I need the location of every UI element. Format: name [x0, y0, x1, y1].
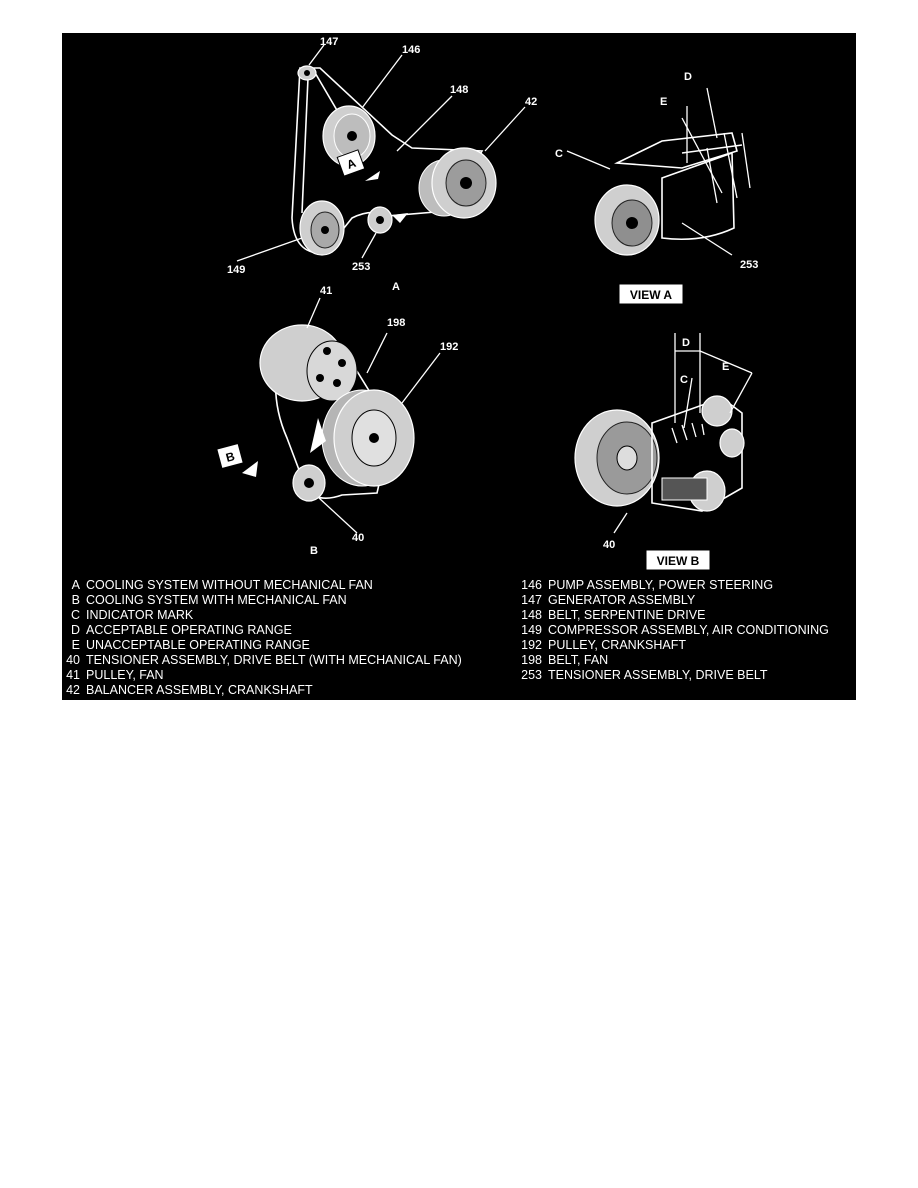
diagram-a-mark: A: [392, 281, 400, 293]
crankshaft-balancer-42: [418, 147, 497, 219]
diagram-b-mark: B: [310, 545, 318, 557]
view-b-label: VIEW B: [646, 550, 710, 570]
power-steering-pulley-146: [322, 105, 376, 167]
view-b-tensioner-pulley: [574, 409, 660, 507]
callout-148: 148: [450, 84, 468, 96]
ac-compressor-pulley-149: [299, 200, 345, 256]
view-a-callout-c: C: [555, 148, 563, 160]
generator-pulley-147: [297, 65, 317, 81]
view-b-detail: [574, 333, 753, 534]
view-b-indicator: B: [216, 442, 258, 477]
svg-text:VIEW A: VIEW A: [630, 288, 673, 302]
view-b-callout-40: 40: [603, 539, 615, 551]
view-a-tensioner-pulley: [594, 184, 660, 256]
svg-text:VIEW B: VIEW B: [657, 554, 700, 568]
view-b-callout-c: C: [680, 374, 688, 386]
view-a-indicator: A: [336, 149, 408, 223]
callout-147: 147: [320, 36, 338, 48]
tensioner-pulley-253: [367, 206, 393, 234]
crankshaft-pulley-192: [310, 389, 415, 487]
tensioner-pulley-40: [292, 464, 326, 502]
belt-diagram-drawing: A 147 146 148 42 149 253 A: [216, 36, 758, 570]
callout-42: 42: [525, 96, 537, 108]
svg-text:B: B: [224, 449, 236, 465]
diagram-a: A: [236, 44, 526, 262]
callout-41: 41: [320, 285, 332, 297]
view-a-callout-d: D: [684, 71, 692, 83]
diagram-b: B: [216, 297, 441, 534]
view-a-detail: [566, 87, 751, 256]
callout-253: 253: [352, 261, 370, 273]
view-a-callout-e: E: [660, 96, 667, 108]
callout-192: 192: [440, 341, 458, 353]
callout-146: 146: [402, 44, 420, 56]
callout-40: 40: [352, 532, 364, 544]
view-a-callout-253: 253: [740, 259, 758, 271]
view-b-callout-d: D: [682, 337, 690, 349]
view-a-label: VIEW A: [619, 284, 683, 304]
fan-pulley-41: [259, 324, 358, 402]
callout-149: 149: [227, 264, 245, 276]
callout-198: 198: [387, 317, 405, 329]
belt-diagram-figure: A 147 146 148 42 149 253 A: [62, 33, 856, 700]
view-b-callout-e: E: [722, 361, 729, 373]
